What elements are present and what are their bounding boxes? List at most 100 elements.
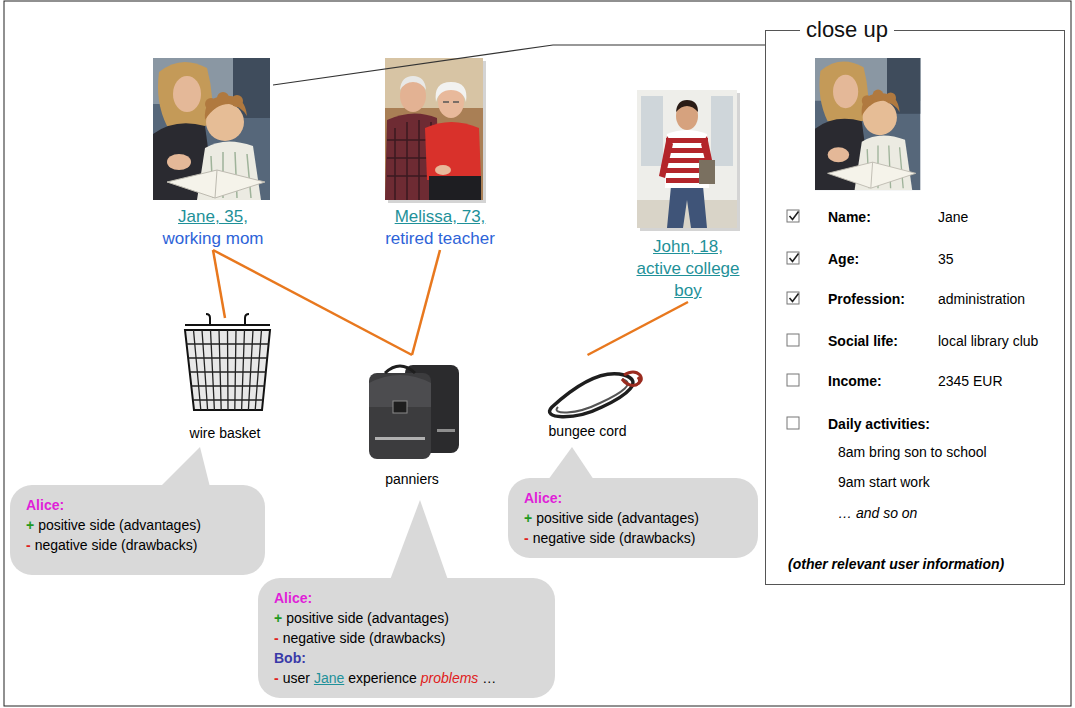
text-slot: administration xyxy=(938,290,1025,308)
label-text: Melissa, 73, xyxy=(395,207,486,226)
label-text: Name: xyxy=(828,209,871,225)
text-line: wire basket xyxy=(160,424,290,442)
page-frame xyxy=(4,1,1071,706)
bubble-body xyxy=(10,485,265,575)
label-text: wire basket xyxy=(190,425,261,441)
checkbox-symbols xyxy=(787,334,799,346)
text-line: Melissa, 73, xyxy=(365,206,515,228)
text-line: John, 18, xyxy=(623,236,753,258)
close-up-panel: close upName:JaneAge:35Profession:admini… xyxy=(765,30,1065,585)
bungee-cord-picture xyxy=(557,379,628,413)
label-text: experience xyxy=(348,670,417,686)
photo-john xyxy=(637,90,740,231)
bubble-text: Alice:+positive side (advantages)-negati… xyxy=(10,485,265,565)
connector-line xyxy=(273,45,765,85)
bungee-cord-picture xyxy=(622,377,640,385)
text-slot: 2345 EUR xyxy=(938,372,1003,390)
label-text: Age: xyxy=(828,251,859,267)
text-line: -userJaneexperienceproblems… xyxy=(274,668,541,688)
product-item: bungee cord xyxy=(525,355,650,440)
panniers-picture xyxy=(369,373,431,459)
label-text: positive side (advantages) xyxy=(536,510,699,526)
checkbox-symbols xyxy=(787,252,799,264)
photo-john xyxy=(666,148,708,153)
label-text: administration xyxy=(938,291,1025,307)
text-line: working mom xyxy=(153,228,273,250)
photo-john xyxy=(641,96,663,166)
label-text: Bob: xyxy=(274,650,306,666)
label-text: 8am bring son to school xyxy=(838,444,987,460)
label-text: John, 18, xyxy=(653,237,723,256)
bungee-cord-picture xyxy=(550,374,633,417)
label-text: - xyxy=(274,630,279,646)
bubble-tail xyxy=(390,500,448,580)
panniers-picture xyxy=(369,365,459,459)
label-text: + xyxy=(26,517,34,533)
photo-john xyxy=(637,200,737,228)
label-text: Alice: xyxy=(274,590,312,606)
photo-melissa xyxy=(435,165,451,175)
text-line: Alice: xyxy=(524,488,744,508)
label-text: 2345 EUR xyxy=(938,373,1003,389)
text-line: -negative side (drawbacks) xyxy=(524,528,744,548)
persona-card: Jane, 35,working mom xyxy=(153,58,273,250)
comment-bubble: Alice:+positive side (advantages)-negati… xyxy=(258,578,555,698)
connector-line xyxy=(412,250,440,355)
photo-jane xyxy=(153,58,270,200)
text-line: +positive side (advantages) xyxy=(524,508,744,528)
connector-line xyxy=(213,250,412,355)
text-line: +positive side (advantages) xyxy=(26,515,251,535)
text-slot: 8am bring son to school xyxy=(838,443,987,461)
text-line: Bob: xyxy=(274,648,541,668)
label-text: retired teacher xyxy=(385,229,495,248)
photo-melissa xyxy=(385,58,486,203)
check-marks xyxy=(790,294,799,302)
label-text: Alice: xyxy=(26,497,64,513)
label-text: negative side (drawbacks) xyxy=(283,630,446,646)
label-text: + xyxy=(524,510,532,526)
photo-john xyxy=(676,100,698,112)
text-line: retired teacher xyxy=(365,228,515,250)
label-text: - xyxy=(524,530,529,546)
product-item: wire basket xyxy=(160,318,290,442)
label-text: … xyxy=(482,670,496,686)
label-text: Profession: xyxy=(828,291,905,307)
label-text: positive side (advantages) xyxy=(38,517,201,533)
photo-john xyxy=(667,186,707,228)
photo-melissa xyxy=(400,76,426,90)
photo-melissa xyxy=(385,58,483,108)
persona-card: Melissa, 73, retired teacher xyxy=(365,58,515,250)
photo-melissa xyxy=(443,101,459,103)
label-text: bungee cord xyxy=(549,423,627,439)
text-slot: Name: xyxy=(828,208,871,226)
photo-melissa xyxy=(429,176,481,200)
text-line: Alice: xyxy=(274,588,541,608)
bubble-text: Alice:+positive side (advantages)-negati… xyxy=(258,578,555,698)
label-text: Daily activities: xyxy=(828,416,930,432)
text-slot: 35 xyxy=(938,250,954,268)
bubble-text: Alice:+positive side (advantages)-negati… xyxy=(508,478,758,558)
checkbox-symbols xyxy=(787,210,799,222)
text-slot: Jane xyxy=(938,208,968,226)
text-slot: local library club xyxy=(938,332,1038,350)
text-line: Jane, 35, xyxy=(153,206,273,228)
wire-basket-picture xyxy=(187,344,269,400)
checkbox-symbols xyxy=(787,374,799,386)
label-text: local library club xyxy=(938,333,1038,349)
photo-melissa xyxy=(425,122,481,180)
label-text: Income: xyxy=(828,373,882,389)
label-text: working mom xyxy=(162,229,263,248)
text-line: panniers xyxy=(352,470,472,488)
persona-card: John, 18,active college boy xyxy=(623,90,753,302)
label-text: 9am start work xyxy=(838,474,930,490)
bubble-tail xyxy=(160,447,210,487)
text-line: -negative side (drawbacks) xyxy=(274,628,541,648)
check-marks xyxy=(790,254,799,262)
checkbox-symbols xyxy=(787,417,799,429)
label-text: - xyxy=(26,537,31,553)
photo-jane-close-up xyxy=(815,58,920,190)
label-text: + xyxy=(274,610,282,626)
checkbox-symbols xyxy=(787,292,799,304)
text-slot: (other relevant user information) xyxy=(788,555,1004,573)
text-line: +positive side (advantages) xyxy=(274,608,541,628)
